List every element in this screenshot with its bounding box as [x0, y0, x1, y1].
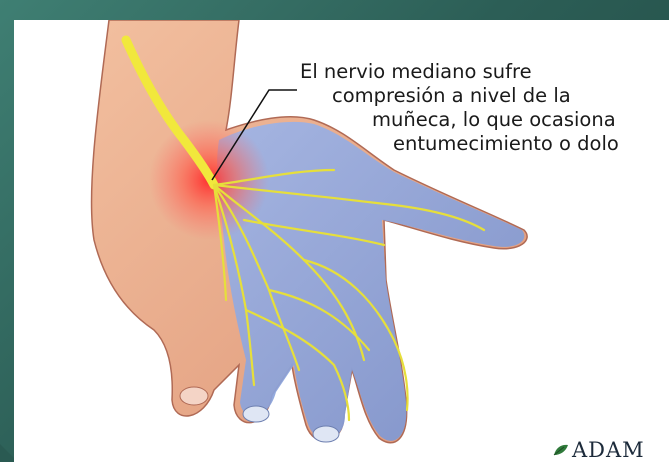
fingernail	[243, 406, 269, 422]
fingernail	[313, 426, 339, 442]
figure-caption: El nervio mediano sufre compresión a niv…	[290, 60, 669, 156]
adam-leaf-icon	[552, 443, 570, 457]
caption-line: El nervio mediano sufre	[300, 60, 669, 84]
caption-line: compresión a nivel de la	[332, 84, 669, 108]
adam-logo: ADAM	[552, 438, 645, 462]
caption-line: entumecimiento o dolo	[393, 132, 669, 156]
figure-panel: El nervio mediano sufre compresión a niv…	[14, 20, 669, 462]
logo-text: ADAM	[572, 438, 645, 462]
caption-line: muñeca, lo que ocasiona	[372, 108, 669, 132]
fingernail	[180, 387, 208, 405]
